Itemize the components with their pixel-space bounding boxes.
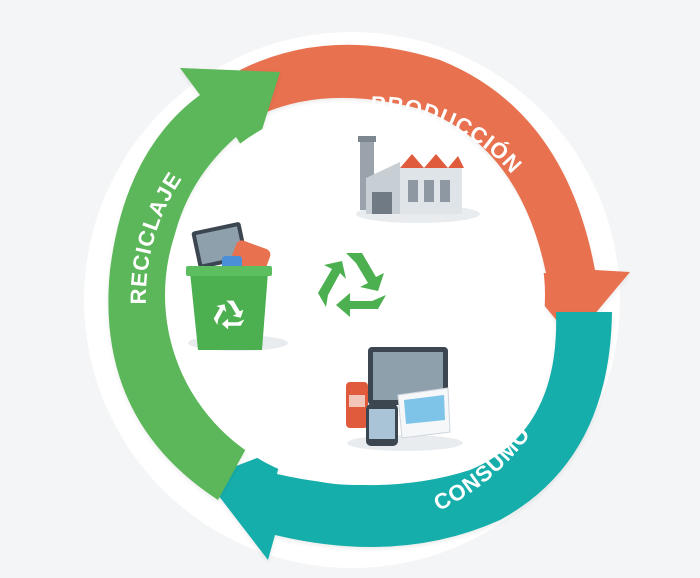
devices-icon xyxy=(346,347,463,451)
reciclaje-arrow xyxy=(108,68,280,500)
factory-icon xyxy=(356,136,480,223)
recycle-bin-icon xyxy=(186,222,288,351)
consumo-arrow xyxy=(205,312,612,560)
recycle-icon xyxy=(318,253,386,317)
